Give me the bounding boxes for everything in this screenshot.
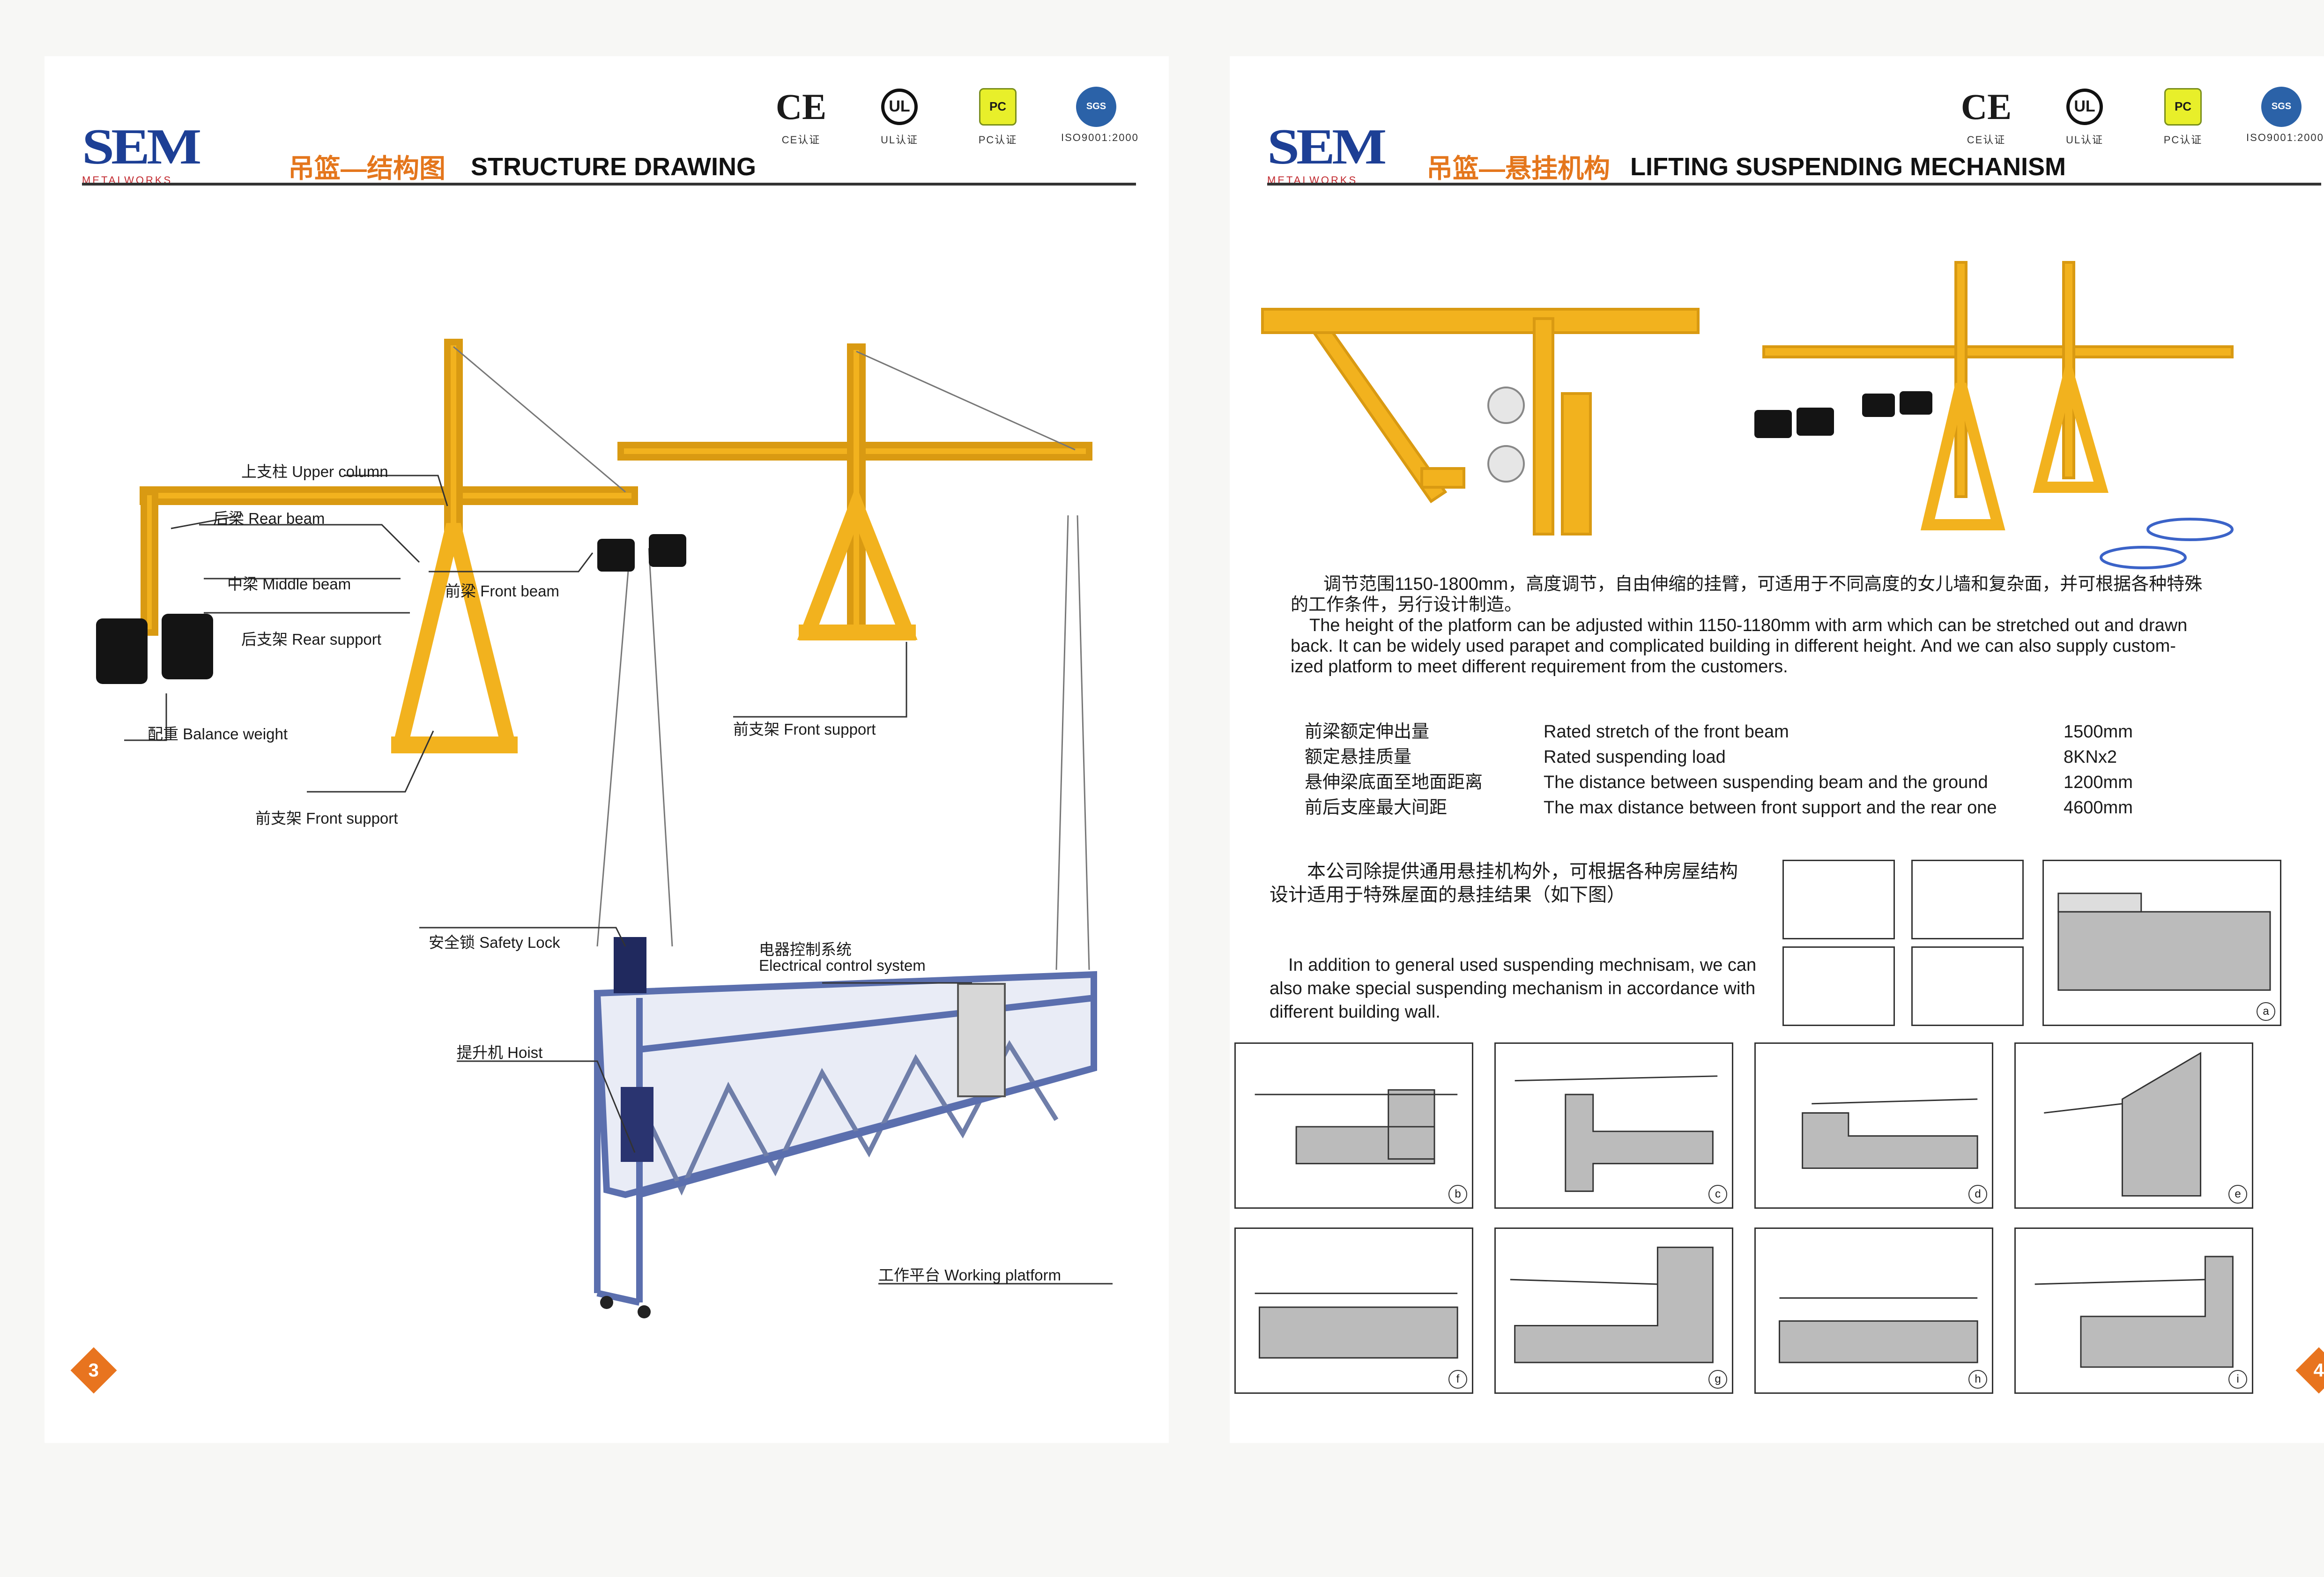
iso-mark-icon: SGS bbox=[2261, 86, 2302, 127]
header-rule-right bbox=[1267, 183, 2321, 186]
ul-mark-icon: UL bbox=[881, 88, 918, 125]
label-hoist: 提升机 Hoist bbox=[457, 1044, 543, 1061]
brand-logo: SEM METALWORKS bbox=[82, 119, 201, 186]
brand-logo-right: SEM METALWORKS bbox=[1267, 119, 1387, 186]
page-number-right: 4 bbox=[2295, 1347, 2324, 1394]
label-middle-beam: 中梁 Middle beam bbox=[227, 575, 351, 593]
diagram-i: i bbox=[2014, 1227, 2253, 1394]
special-text-cn: 本公司除提供通用悬挂机构外，可根据各种房屋结构 设计适用于特殊屋面的悬挂结果（如… bbox=[1270, 861, 1738, 905]
structure-drawing bbox=[96, 339, 1113, 1318]
spec-table: 前梁额定伸出量 Rated stretch of the front beam … bbox=[1305, 719, 2195, 820]
page-title-cn-right: 吊篮—悬挂机构 bbox=[1426, 154, 1610, 183]
small-diagram-2 bbox=[1911, 860, 2024, 939]
ce-mark-icon: CE bbox=[1960, 86, 2012, 127]
diagram-g: g bbox=[1494, 1227, 1733, 1394]
label-front-support-right: 前支架 Front support bbox=[733, 721, 876, 738]
diagram-a: a bbox=[2042, 860, 2281, 1026]
safety-lock-device bbox=[614, 937, 646, 993]
page-title-en: STRUCTURE DRAWING bbox=[471, 153, 756, 181]
diagram-e: e bbox=[2014, 1042, 2253, 1209]
table-row: 悬伸梁底面至地面距离 The distance between suspendi… bbox=[1305, 773, 2133, 792]
label-front-beam: 前梁 Front beam bbox=[445, 582, 559, 600]
pc-mark-icon: PC bbox=[2164, 88, 2202, 126]
label-rear-beam: 后梁 Rear beam bbox=[213, 510, 325, 527]
label-safety-lock: 安全锁 Safety Lock bbox=[429, 934, 560, 951]
assembled-mechanism-photo bbox=[1762, 261, 2234, 530]
label-upper-column: 上支柱 Upper column bbox=[241, 463, 388, 480]
ce-mark-icon: CE bbox=[775, 86, 827, 127]
balance-weight-blocks bbox=[96, 534, 686, 684]
intro-text: 调节范围1150-1800mm，高度调节，自由伸缩的挂臂，可适用于不同高度的女儿… bbox=[1291, 574, 2203, 677]
label-working-platform: 工作平台 Working platform bbox=[878, 1266, 1061, 1284]
diagram-b: b bbox=[1234, 1042, 1473, 1209]
small-diagram-1 bbox=[1782, 860, 1895, 939]
table-row: 额定悬挂质量 Rated suspending load 8KNx2 bbox=[1305, 747, 2117, 767]
special-text-en: In addition to general used suspending m… bbox=[1270, 955, 1757, 1022]
small-diagram-4 bbox=[1911, 946, 2024, 1026]
diagram-f: f bbox=[1234, 1227, 1473, 1394]
label-rear-support: 后支架 Rear support bbox=[241, 631, 381, 648]
suspending-beam-photo bbox=[1261, 308, 1700, 536]
hoist-motor bbox=[621, 1087, 653, 1162]
iso-mark-icon: SGS bbox=[1076, 86, 1116, 127]
diagram-d: d bbox=[1754, 1042, 1993, 1209]
electrical-control-box bbox=[957, 983, 1006, 1097]
table-row: 前梁额定伸出量 Rated stretch of the front beam … bbox=[1305, 722, 2133, 742]
label-balance-weight: 配重 Balance weight bbox=[148, 725, 288, 743]
label-electrical-en: Electrical control system bbox=[759, 957, 926, 974]
page-title-en-right: LIFTING SUSPENDING MECHANISM bbox=[1630, 153, 2066, 181]
label-electrical-cn: 电器控制系统 bbox=[759, 941, 852, 958]
working-platform-frame bbox=[594, 971, 1097, 1306]
pc-mark-icon: PC bbox=[979, 88, 1017, 126]
page-title-cn: 吊篮—结构图 bbox=[288, 154, 445, 183]
right-page: SEM METALWORKS 吊篮—悬挂机构 LIFTING SUSPENDIN… bbox=[1230, 56, 2324, 1443]
header-rule bbox=[82, 183, 1136, 186]
diagram-c: c bbox=[1494, 1042, 1733, 1209]
left-page: SEM METALWORKS 吊篮—结构图 STRUCTURE DRAWING … bbox=[45, 56, 1169, 1443]
diagram-h: h bbox=[1754, 1227, 1993, 1394]
ul-mark-icon: UL bbox=[2066, 88, 2103, 125]
small-diagram-3 bbox=[1782, 946, 1895, 1026]
table-row: 前后支座最大间距 The max distance between front … bbox=[1305, 798, 2133, 818]
suspending-mechanism-photos bbox=[1261, 261, 2234, 569]
label-front-support-left: 前支架 Front support bbox=[255, 810, 398, 827]
